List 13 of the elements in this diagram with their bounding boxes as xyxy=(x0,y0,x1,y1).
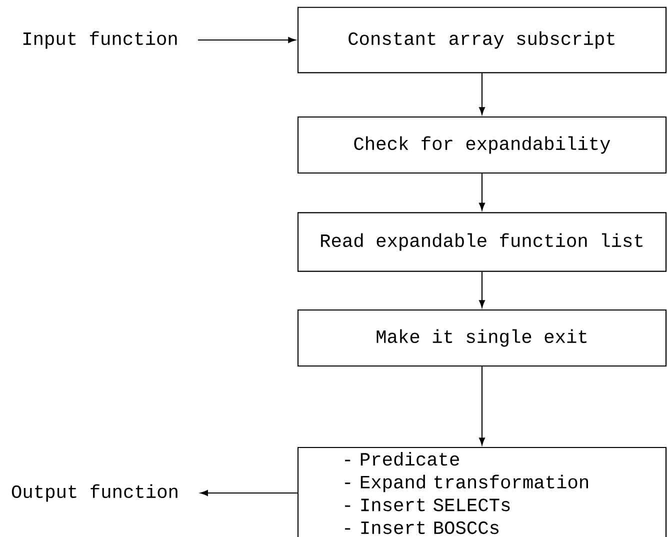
arrow xyxy=(479,73,485,115)
process-box: - Predicate - Expand transformation - Insert SELECTs - Insert BOSCCs xyxy=(297,446,667,537)
process-box: Make it single exit xyxy=(297,309,667,367)
process-box: Constant array subscript xyxy=(297,6,667,74)
arrow xyxy=(479,366,485,446)
process-box: Check for expandability xyxy=(297,116,667,174)
arrow xyxy=(479,174,485,210)
input-label: Input function xyxy=(23,31,177,49)
arrow xyxy=(479,272,485,308)
process-box: Read expandable function list xyxy=(297,212,667,272)
arrow xyxy=(198,37,296,43)
arrow xyxy=(200,490,298,496)
input-label: Output function xyxy=(12,484,178,502)
